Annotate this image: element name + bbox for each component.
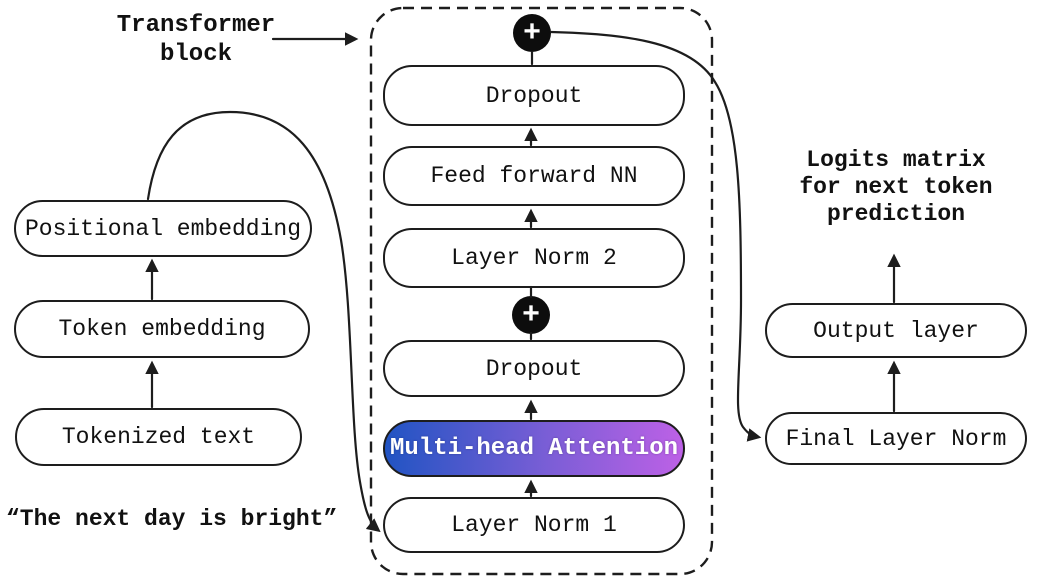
plus-icon: + — [523, 14, 541, 48]
residual-add-icon: + — [513, 14, 551, 52]
token-embedding-box: Token embedding — [14, 300, 310, 358]
dropout-top-box: Dropout — [383, 65, 685, 126]
plus-icon: + — [522, 296, 540, 330]
input-sentence-label: “The next day is bright” — [6, 506, 338, 532]
residual-add-icon: + — [512, 296, 550, 334]
dropout-bottom-box: Dropout — [383, 340, 685, 397]
transformer-block-label: Transformer block — [116, 12, 276, 68]
feed-forward-box: Feed forward NN — [383, 146, 685, 206]
positional-embedding-box: Positional embedding — [14, 200, 312, 257]
tokenized-text-box: Tokenized text — [15, 408, 302, 466]
multi-head-attention-box: Multi-head Attention — [383, 420, 685, 477]
output-layer-box: Output layer — [765, 303, 1027, 358]
final-layer-norm-box: Final Layer Norm — [765, 412, 1027, 465]
layer-norm-1-box: Layer Norm 1 — [383, 497, 685, 553]
logits-caption: Logits matrix for next token prediction — [799, 147, 993, 227]
layer-norm-2-box: Layer Norm 2 — [383, 228, 685, 288]
